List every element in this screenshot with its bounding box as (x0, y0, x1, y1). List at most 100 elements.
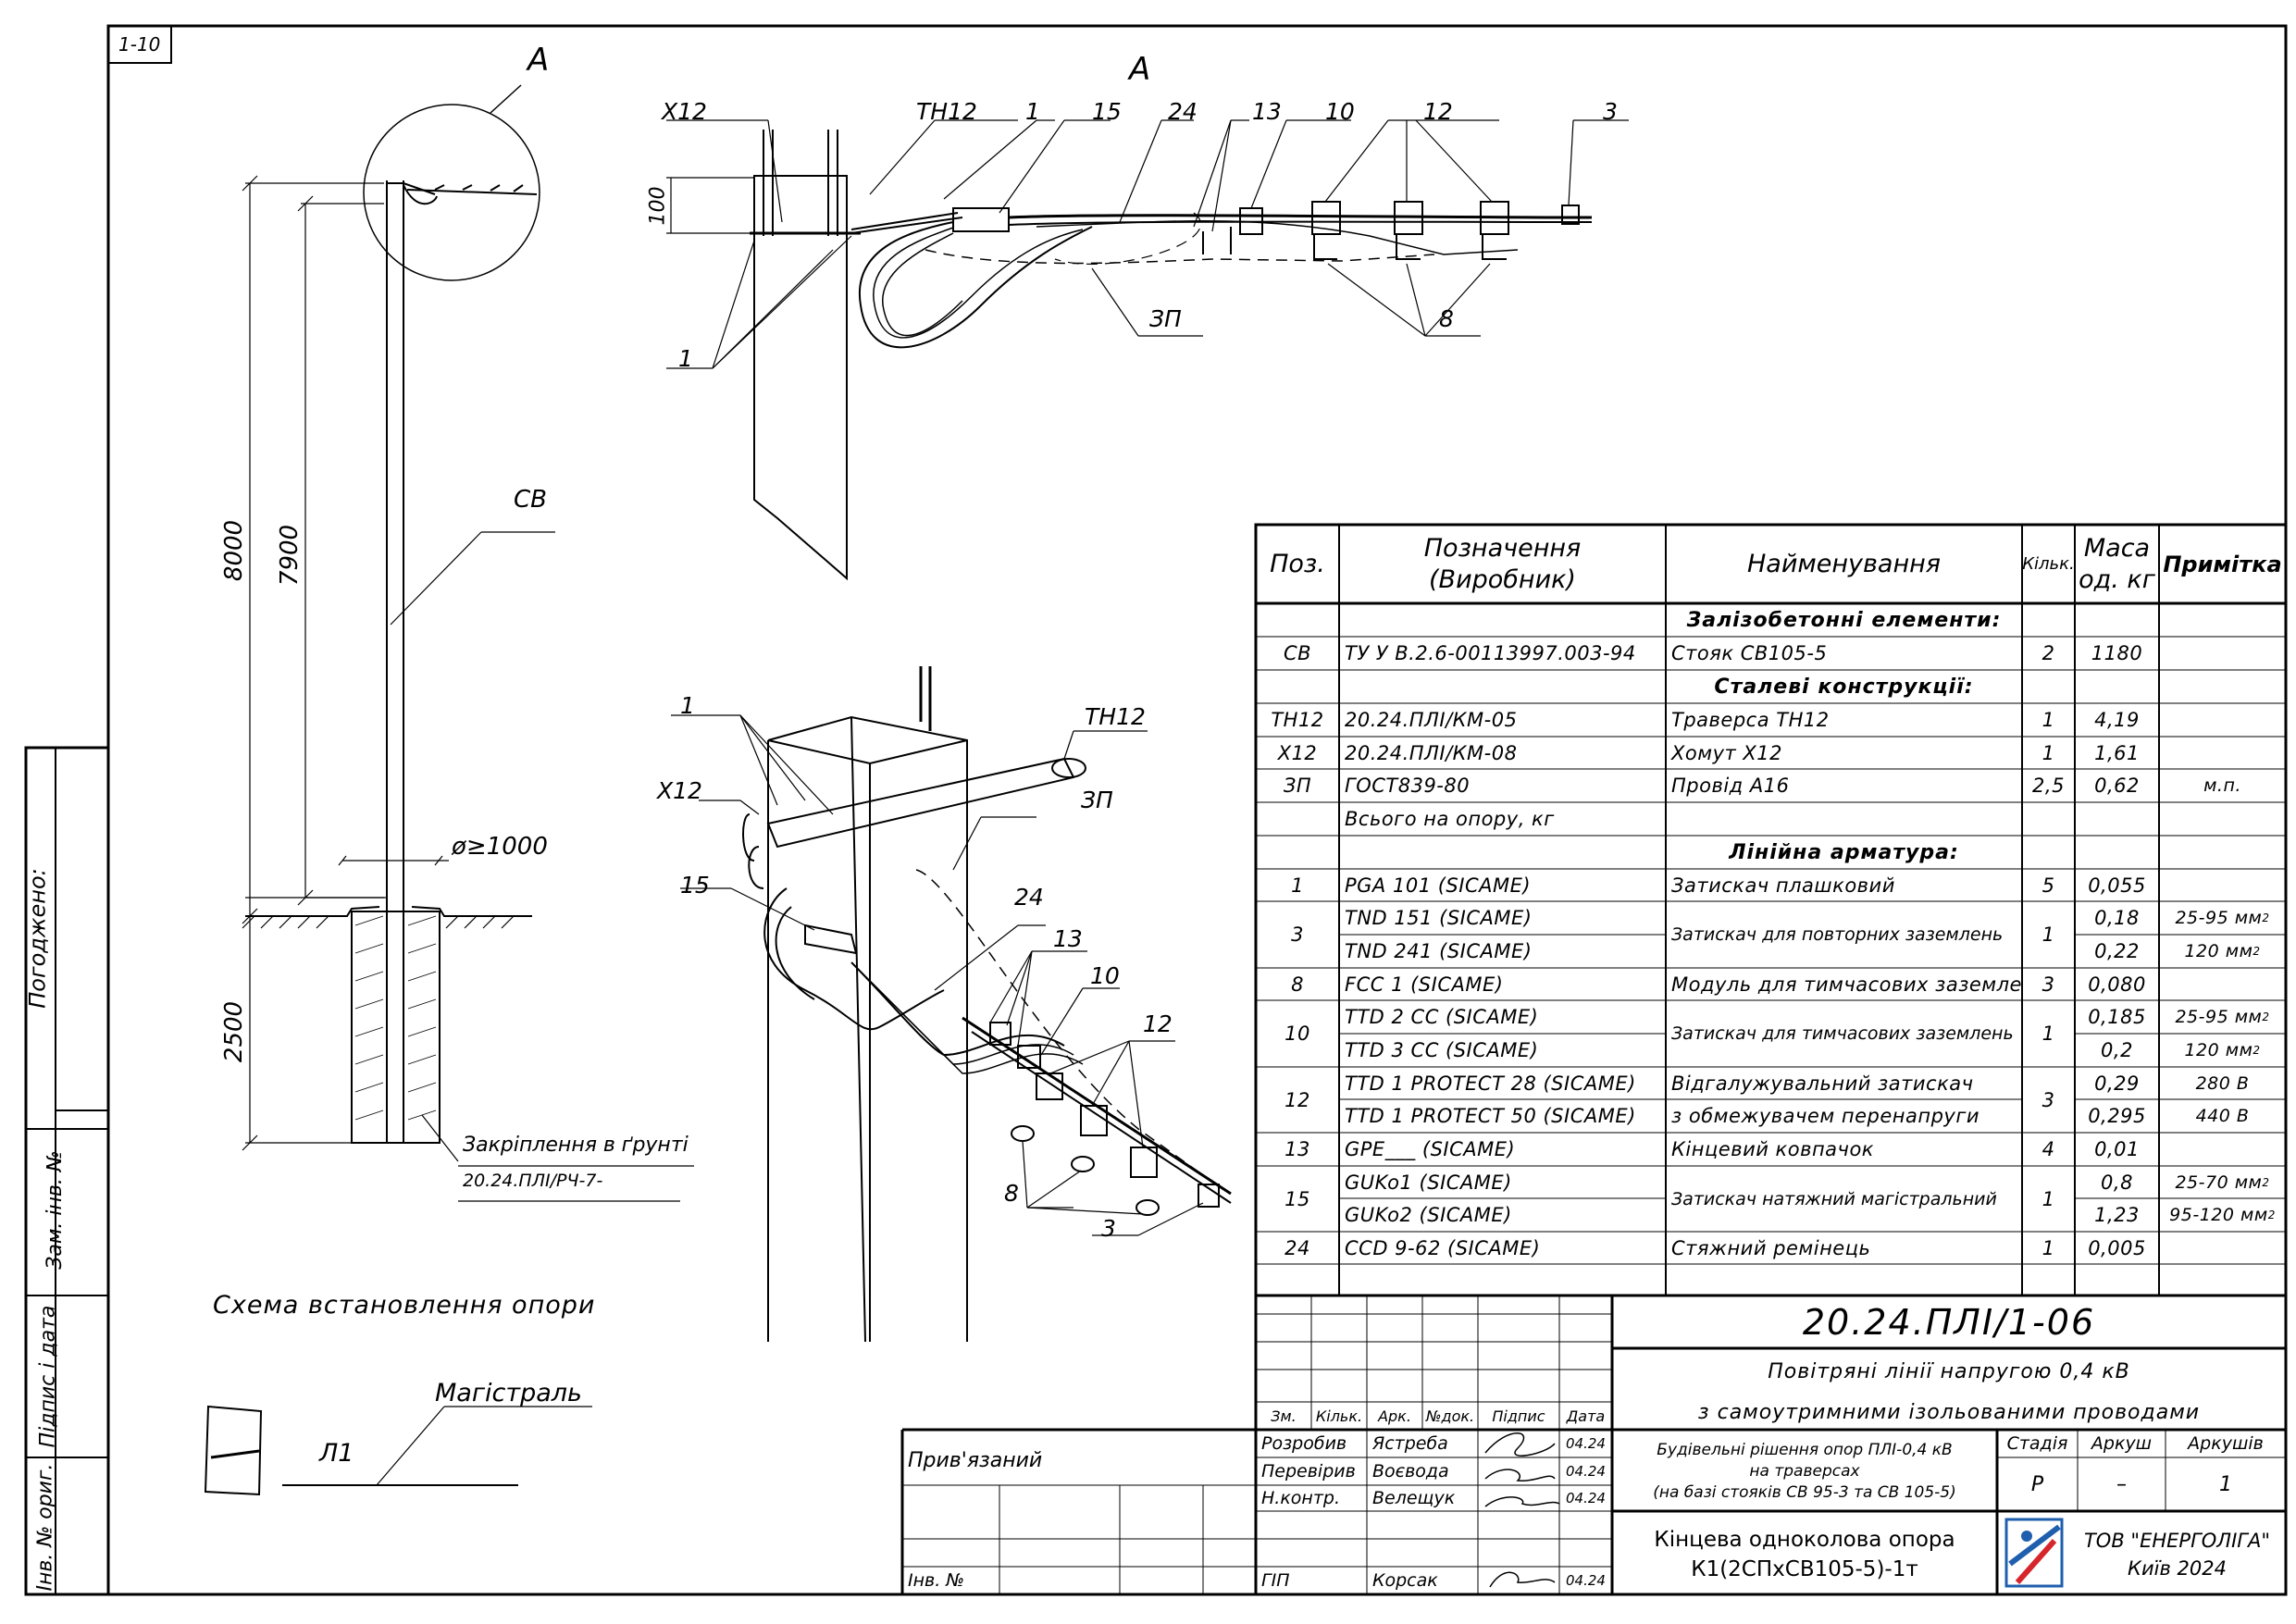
callout-8-top: 8 (1439, 305, 1454, 332)
callout-3-iso: 3 (1101, 1215, 1116, 1242)
agreed-label: Погоджено: (24, 868, 51, 1009)
callout-x12-iso: X12 (657, 777, 702, 804)
sheet-name: Кінцева одноколова опора К1(2СПхСВ105-5)… (1612, 1518, 1997, 1592)
spec-note-9-text: 25-95 мм (2175, 908, 2263, 928)
spec-note2-11-text: 120 мм (2184, 1040, 2253, 1060)
spec-name-12-text: Відгалужувальний затискач (1671, 1072, 1974, 1095)
spec-mass-15: 0,005 (2075, 1232, 2159, 1264)
view-a-left: A (527, 42, 550, 79)
th-qty-text: Кільк. (2022, 554, 2075, 574)
spec-note2-12: 440 В (2159, 1100, 2286, 1134)
spec-name-3-text: Траверса ТН12 (1671, 709, 1830, 731)
spec-des-15: CCD 9-62 (SICAME) (1339, 1232, 1666, 1264)
spec-note2-14-text: 95-120 мм (2169, 1205, 2268, 1226)
spec-name-15: Стяжний ремінець (1666, 1232, 2022, 1264)
spec-note-10 (2159, 968, 2286, 1000)
desc-line3: (на базі стояків СВ 95-3 та СВ 105-5) (1653, 1482, 1956, 1502)
spec-note2-9-text: 120 мм (2184, 941, 2253, 961)
spec-pos-12-text: 12 (1285, 1088, 1310, 1111)
spec-qty-4-text: 1 (2042, 742, 2055, 764)
spec-des-9: TND 151 (SICAME) (1339, 901, 1666, 935)
spec-note-5-text: м.п. (2203, 775, 2241, 796)
spec-note-3 (2159, 703, 2286, 737)
spec-des-1: ТУ У В.2.6-00113997.003-94 (1339, 637, 1666, 670)
spec-pos-11: 10 (1256, 1000, 1339, 1067)
sheet-value-text: – (2116, 1472, 2127, 1496)
spec-mass-4-text: 1,61 (2094, 742, 2140, 764)
spec-name-5: Провід А16 (1666, 769, 2022, 802)
replaced-inv-label: Зам. інв. № (43, 1150, 67, 1270)
spec-qty-10-text: 3 (2042, 973, 2055, 996)
spec-note-15 (2159, 1232, 2286, 1264)
spec-name-8-text: Затискач плашковий (1671, 874, 1895, 897)
spec-pos-10-text: 8 (1291, 973, 1304, 996)
spec-des-13: GPE___ (SICAME) (1339, 1133, 1666, 1166)
spec-note-8 (2159, 869, 2286, 901)
spec-mass-10: 0,080 (2075, 968, 2159, 1000)
doc-title-1: Повітряні лінії напругою 0,4 кВ (1612, 1353, 2286, 1390)
label-sv: СВ (514, 486, 547, 514)
col-sign-text: Підпис (1492, 1407, 1545, 1425)
spec-pos-4-text: Х12 (1277, 742, 1318, 764)
stage-value-text: Р (2030, 1472, 2044, 1496)
inv-label-text: Інв. № (908, 1570, 965, 1591)
col-zm: Зм. (1256, 1402, 1311, 1430)
sheet-tag: 1-10 (118, 33, 161, 56)
callout-th12-top: ТН12 (916, 98, 977, 125)
spec-mass2-11: 0,2 (2075, 1034, 2159, 1067)
spec-name-4: Хомут Х12 (1666, 737, 2022, 770)
spec-pos-15: 24 (1256, 1232, 1339, 1264)
spec-section-0-text: Залізобетонні елементи: (1686, 608, 2002, 632)
date-developer-text: 04.24 (1566, 1435, 1606, 1452)
dim-diameter: ø≥1000 (452, 833, 548, 861)
unit-superscript: 2 (2267, 1209, 2276, 1222)
spec-mass-3: 4,19 (2075, 703, 2159, 737)
spec-mass-9-text: 0,18 (2094, 907, 2140, 929)
spec-des-12: TTD 1 PROTECT 28 (SICAME) (1339, 1067, 1666, 1100)
spec-mass2-11-text: 0,2 (2101, 1039, 2133, 1061)
spec-qty-3-text: 1 (2042, 709, 2055, 731)
spec-mass-1-text: 1180 (2091, 642, 2143, 664)
col-date: Дата (1559, 1402, 1612, 1430)
spec-pos-8: 1 (1256, 869, 1339, 901)
spec-name-11-text: Затискач для тимчасових заземлень (1671, 1023, 2014, 1044)
fixing-code: 20.24.ПЛІ/РЧ-7- (463, 1171, 603, 1191)
spec-note-4 (2159, 737, 2286, 770)
spec-name-10: Модуль для тимчасових заземлень (1666, 968, 2022, 1000)
callout-8-iso: 8 (1004, 1180, 1019, 1207)
callout-10-iso: 10 (1090, 962, 1120, 989)
spec-des2-9: TND 241 (SICAME) (1339, 935, 1666, 968)
spec-des-8: PGA 101 (SICAME) (1339, 869, 1666, 901)
spec-pos-12: 12 (1256, 1067, 1339, 1133)
spec-mass-12-text: 0,29 (2094, 1072, 2140, 1095)
name-ncontrol: Велещук (1367, 1485, 1478, 1511)
doc-code-text: 20.24.ПЛІ/1-06 (1802, 1301, 2096, 1343)
line-l1-label: Л1 (319, 1439, 354, 1468)
spec-des-10: FCC 1 (SICAME) (1339, 968, 1666, 1000)
spec-des-11-text: TTD 2 CC (SICAME) (1345, 1006, 1539, 1028)
spec-des-11: TTD 2 CC (SICAME) (1339, 1000, 1666, 1034)
spec-name-6 (1666, 802, 2022, 836)
unit-superscript: 2 (2262, 1010, 2270, 1023)
company-block: ТОВ "ЕНЕРГОЛІГА" Київ 2024 (2068, 1518, 2286, 1592)
spec-name-14: Затискач натяжний магістральний (1666, 1166, 2022, 1232)
name-developer-text: Ястреба (1372, 1433, 1448, 1454)
spec-pos-3-text: ТН12 (1271, 709, 1324, 731)
th-note-text: Примітка (2163, 551, 2282, 577)
spec-qty-6 (2022, 802, 2075, 836)
th-designation: Позначення (Виробник) (1339, 525, 1666, 603)
spec-qty-9: 1 (2022, 901, 2075, 968)
dim-2500: 2500 (220, 1000, 249, 1063)
spec-qty-8: 5 (2022, 869, 2075, 901)
doc-title-2-text: з самоутримними ізольованими проводами (1697, 1400, 2201, 1424)
role-checker: Перевірив (1256, 1457, 1367, 1485)
spec-qty-12-text: 3 (2042, 1088, 2055, 1111)
spec-mass-11-text: 0,185 (2088, 1006, 2146, 1028)
callout-12-top: 12 (1423, 98, 1453, 125)
scheme-caption: Схема встановлення опори (213, 1291, 596, 1320)
th-name-text: Найменування (1746, 549, 1941, 578)
sheets-value: 1 (2166, 1457, 2286, 1511)
role-checker-text: Перевірив (1261, 1461, 1356, 1481)
